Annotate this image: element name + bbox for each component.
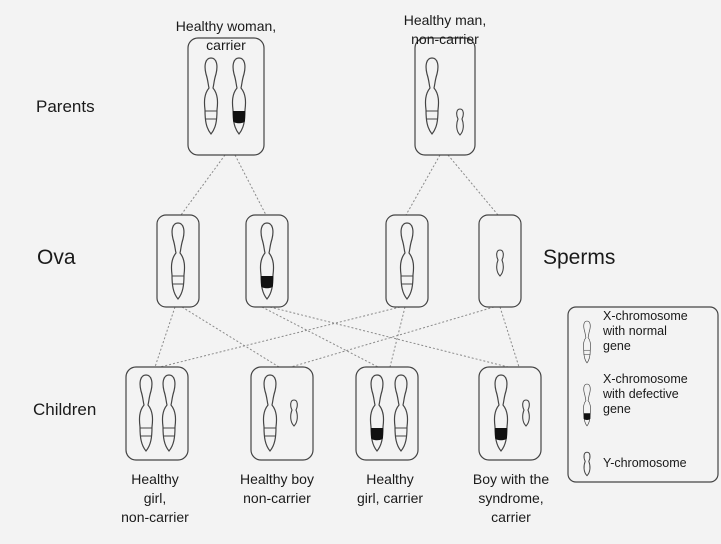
child-3-label: Healthy girl, carrier bbox=[335, 470, 445, 508]
legend-normal-label: X-chromosome with normal gene bbox=[603, 309, 688, 354]
row-label-ova: Ova bbox=[37, 246, 76, 270]
child-2-cell bbox=[251, 367, 313, 460]
child-4-cell bbox=[479, 367, 541, 460]
legend-normal-icon bbox=[583, 321, 590, 363]
legend-defective-icon bbox=[583, 384, 590, 426]
sperm-y bbox=[479, 215, 521, 307]
row-label-children: Children bbox=[33, 400, 96, 420]
mother-cell bbox=[188, 38, 264, 155]
child-1-cell bbox=[126, 367, 188, 460]
ovum-normal bbox=[157, 215, 199, 307]
sperm-x bbox=[386, 215, 428, 307]
legend-y-icon bbox=[584, 452, 590, 475]
father-cell bbox=[415, 38, 475, 155]
legend-defective-label: X-chromosome with defective gene bbox=[603, 372, 688, 417]
child-3-cell bbox=[356, 367, 418, 460]
child-2-label: Healthy boy non-carrier bbox=[222, 470, 332, 508]
legend-y-label: Y-chromosome bbox=[603, 456, 687, 471]
row-label-parents: Parents bbox=[36, 97, 95, 117]
child-1-label: Healthy girl, non-carrier bbox=[100, 470, 210, 527]
ovum-defective bbox=[246, 215, 288, 307]
mother-label: Healthy woman, carrier bbox=[136, 17, 316, 55]
row-label-sperms: Sperms bbox=[543, 246, 615, 270]
child-4-label: Boy with the syndrome, carrier bbox=[452, 470, 570, 527]
lineage-lines bbox=[155, 155, 519, 367]
father-label: Healthy man, non-carrier bbox=[355, 11, 535, 49]
